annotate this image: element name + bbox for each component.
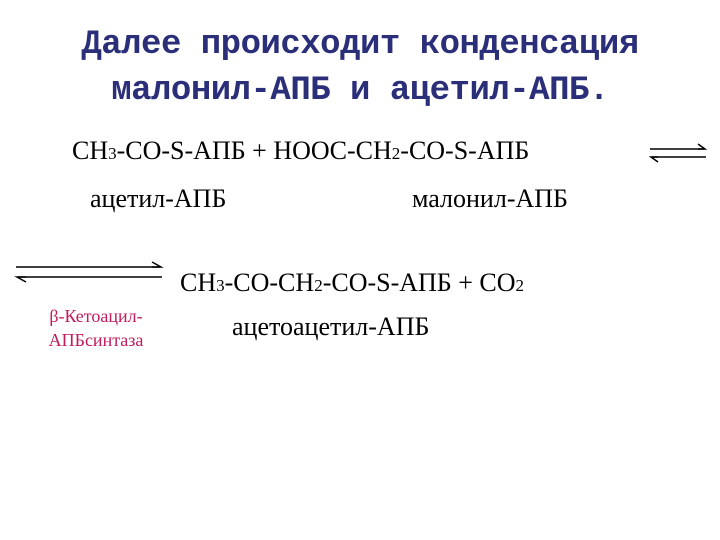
eq1-part-2: -CO-S-АПБ + HOOC-CH (116, 136, 392, 165)
product-name-acetoacetyl: ацетоацетил-АПБ (232, 312, 430, 341)
title-line-1: Далее происходит конденсация (81, 26, 639, 64)
eq1-part-1: CH (72, 136, 109, 165)
reactant-name-acetyl: ацетил-АПБ (90, 184, 227, 213)
eq2-part-1: CH (180, 268, 217, 297)
eq2-subscript-1: 3 (216, 276, 225, 295)
title-line-2: малонил-АПБ и ацетил-АПБ. (111, 72, 609, 110)
enzyme-line-1: β-Кетоацил- (49, 306, 143, 326)
reactant-name-malonyl: малонил-АПБ (412, 184, 568, 213)
eq1-part-3: -CO-S-АПБ (400, 136, 530, 165)
eq1-subscript-2: 2 (391, 144, 401, 163)
eq2-part-3: -CO-S-АПБ + CO (322, 268, 516, 297)
eq2-part-2: -CO-CH (224, 268, 315, 297)
eq2-subscript-2: 2 (314, 276, 323, 295)
equilibrium-arrows-icon (648, 143, 708, 163)
enzyme-line-2: АПБсинтаза (48, 330, 144, 350)
reaction-equation-1: CH3-CO-S-АПБ + HOOC-CH2-CO-S-АПБ (72, 136, 529, 169)
enzyme-label: β-Кетоацил- АПБсинтаза (16, 304, 176, 352)
reaction-equation-2: CH3-CO-CH2-CO-S-АПБ + CO2 (180, 268, 524, 301)
eq2-subscript-3: 2 (515, 276, 525, 295)
slide-title: Далее происходит конденсация малонил-АПБ… (0, 22, 720, 114)
equilibrium-arrows-long-icon (14, 261, 164, 283)
eq1-subscript-1: 3 (108, 144, 117, 163)
